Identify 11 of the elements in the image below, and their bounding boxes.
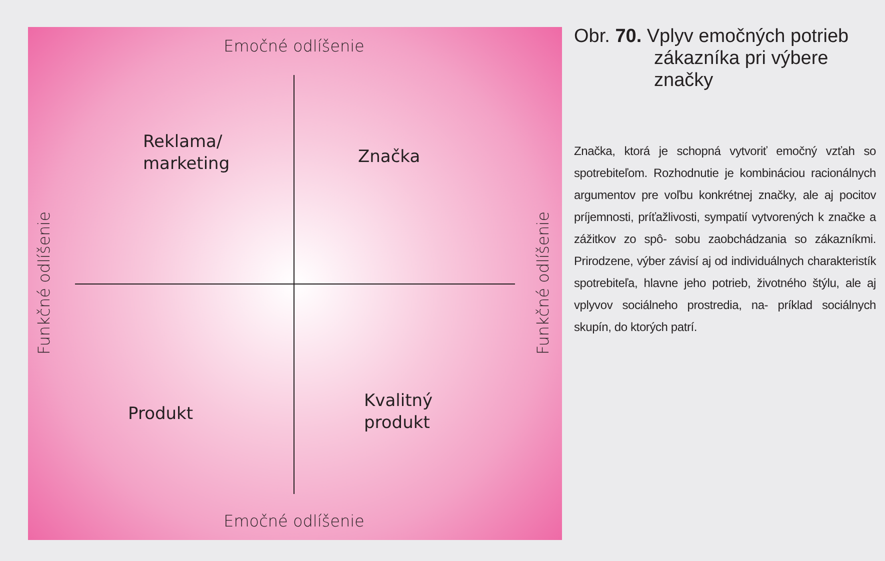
quadrant-label: Značka — [358, 146, 422, 168]
figure-title: Obr. 70. Vplyv emočných potrieb zákazníka pri výbere značky — [574, 26, 850, 92]
figure-caption: Značka, ktorá je schopná vytvoriť emočný vzťah so spotrebiteľom. Rozhodnutie je kombináciou racionálnych argumentov pre voľbu konkrétnej značky, ale aj pocitov príjemnosti, príťažlivosti, sympatií vytvorených k značke a zážitkov zo spô- sobu zaobchádzania so zákazníkmi. Prirodzene, výber závisí aj od individuálnych charakteristík spotrebiteľa, hlavne jeho potrieb, životného štýlu, ale aj vplyvov sociálneho prostredia, na- príklad sociálnych skupín, do ktorých patrí. — [574, 143, 876, 336]
axis-label: Funkčné odlíšenie — [534, 210, 554, 357]
axis-label: Funkčné odlíšenie — [34, 210, 55, 357]
quadrant-label: Reklama/ marketing — [143, 130, 231, 176]
axis-label: Emočné odlíšenie — [222, 36, 366, 58]
quadrant-label: Produkt — [128, 402, 194, 426]
axis-label: Emočné odlíšenie — [222, 512, 366, 532]
quadrant-panel — [28, 27, 562, 540]
quadrant-label: Kvalitný produkt — [364, 390, 434, 434]
